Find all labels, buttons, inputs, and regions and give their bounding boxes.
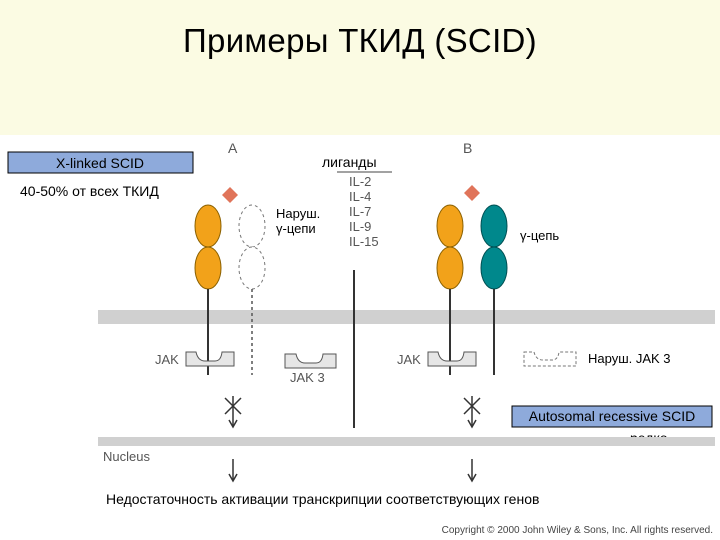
xlinked-share-text: 40-50% от всех ТКИД xyxy=(20,183,159,199)
ligand-il4: IL-4 xyxy=(349,189,371,204)
autosomal-scid-label: Autosomal recessive SCID xyxy=(529,408,696,424)
jak3-defect-label: Наруш. JAK 3 xyxy=(588,351,671,366)
nuclear-membrane xyxy=(98,437,715,446)
receptor-alpha-upper-a xyxy=(194,204,222,248)
jak-label-b: JAK xyxy=(397,352,421,367)
ligand-il2: IL-2 xyxy=(349,174,371,189)
ligand-il9: IL-9 xyxy=(349,219,371,234)
defective-gamma-upper xyxy=(238,204,266,248)
ligand-il15: IL-15 xyxy=(349,234,379,249)
gamma-defect-label-1: Наруш. xyxy=(276,206,320,221)
receptor-alpha-lower-a xyxy=(194,246,222,290)
xlinked-scid-box xyxy=(7,151,194,174)
blocked-signal-a xyxy=(224,396,242,429)
autosomal-scid-box xyxy=(511,405,713,428)
xlinked-scid-label: X-linked SCID xyxy=(56,155,144,171)
copyright-text: Copyright © 2000 John Wiley & Sons, Inc.… xyxy=(442,525,713,536)
jak3-free-shape xyxy=(284,353,337,369)
defective-gamma-lower xyxy=(238,246,266,290)
blocked-signal-b xyxy=(463,396,481,429)
slide-title: Примеры ТКИД (SCID) xyxy=(183,22,537,59)
ligand-diamond-a xyxy=(222,187,238,203)
consequence-text: Недостаточность активации транскрипции с… xyxy=(106,491,539,507)
receptor-alpha-lower-b xyxy=(436,246,464,290)
gamma-chain-lower xyxy=(480,246,508,290)
cell-membrane xyxy=(98,310,715,324)
nucleus-arrow-a xyxy=(228,459,238,483)
title-band xyxy=(0,0,720,135)
jak3-free-label: JAK 3 xyxy=(290,370,325,385)
gamma-chain-label: γ-цепь xyxy=(520,228,559,243)
jak-shape-a xyxy=(185,351,235,367)
jak-shape-b xyxy=(427,351,477,367)
receptor-alpha-upper-b xyxy=(436,204,464,248)
gamma-defect-label-2: γ-цепи xyxy=(276,221,316,236)
ligand-il7: IL-7 xyxy=(349,204,371,219)
ligands-label: лиганды xyxy=(322,154,377,170)
jak3-defect-shape xyxy=(523,351,577,367)
ligand-diamond-b xyxy=(464,185,480,201)
gamma-chain-upper xyxy=(480,204,508,248)
panel-label-a: A xyxy=(228,140,238,156)
panel-label-b: B xyxy=(463,140,472,156)
nucleus-label: Nucleus xyxy=(103,449,150,464)
jak-label-a: JAK xyxy=(155,352,179,367)
nucleus-arrow-b xyxy=(467,459,477,483)
